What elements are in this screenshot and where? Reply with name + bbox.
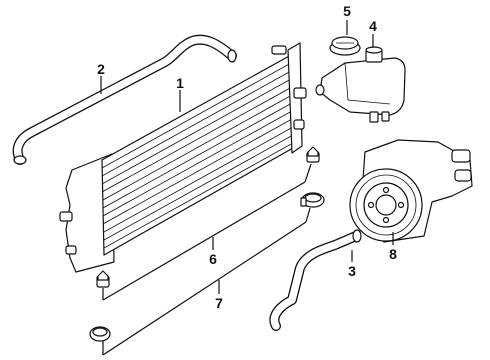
bleeder-screw-lower <box>96 270 110 288</box>
leader-6-main <box>102 181 306 301</box>
callout-8: 8 <box>389 246 397 262</box>
radiator-fins <box>101 62 294 249</box>
pump-bolt <box>382 216 390 224</box>
radiator-bracket-top <box>271 45 287 55</box>
radiator-bracket-left <box>59 211 73 222</box>
lower-hose <box>269 229 362 331</box>
clamp-tab <box>300 197 307 207</box>
lower-hose-end <box>352 229 362 243</box>
clamp-lower-inner <box>92 327 108 337</box>
leader-lines <box>100 20 394 356</box>
hose-clamp-lower <box>89 326 111 342</box>
pump-outlet-2 <box>454 169 472 182</box>
callout-7: 7 <box>215 295 223 311</box>
reservoir-neck-top <box>365 46 383 54</box>
pump-hub <box>375 194 397 216</box>
water-pump <box>349 139 473 243</box>
coolant-reservoir <box>315 46 406 123</box>
radiator-inlet-neck <box>293 87 307 99</box>
upper-hose-end <box>13 155 27 165</box>
bleeder-screw-upper <box>306 146 320 163</box>
reservoir-body <box>319 57 406 116</box>
reservoir-seam <box>344 62 391 105</box>
pump-pulley-groove <box>355 174 417 236</box>
pump-bolt <box>382 186 390 194</box>
callout-labels: 1 2 3 4 5 6 7 8 <box>97 3 397 311</box>
reservoir-foot-2 <box>381 111 390 122</box>
hose-clamp-upper <box>300 192 325 208</box>
callout-2: 2 <box>97 61 105 77</box>
pump-bolt <box>367 201 375 209</box>
reservoir-foot <box>369 111 379 123</box>
clamp-inner <box>304 193 322 203</box>
leader-7-main <box>102 221 307 356</box>
upper-hose <box>12 34 237 165</box>
bleeder-lower-hex <box>97 270 109 281</box>
radiator-bracket-lower <box>65 245 77 255</box>
pump-bolt <box>397 201 405 209</box>
radiator <box>59 42 307 273</box>
callout-3: 3 <box>348 263 356 279</box>
upper-hose-end-top <box>227 49 237 63</box>
reservoir-cap <box>329 36 361 56</box>
pump-outlet <box>451 149 471 163</box>
leader-7-branch <box>305 207 311 223</box>
callout-5: 5 <box>343 3 351 19</box>
callout-6: 6 <box>209 251 217 267</box>
callout-4: 4 <box>369 18 377 34</box>
callout-1: 1 <box>176 75 184 91</box>
radiator-outlet-neck <box>293 119 305 130</box>
leader-6-branch <box>304 163 312 183</box>
bleeder-hex <box>307 146 319 157</box>
reservoir-hose-port <box>315 84 325 96</box>
